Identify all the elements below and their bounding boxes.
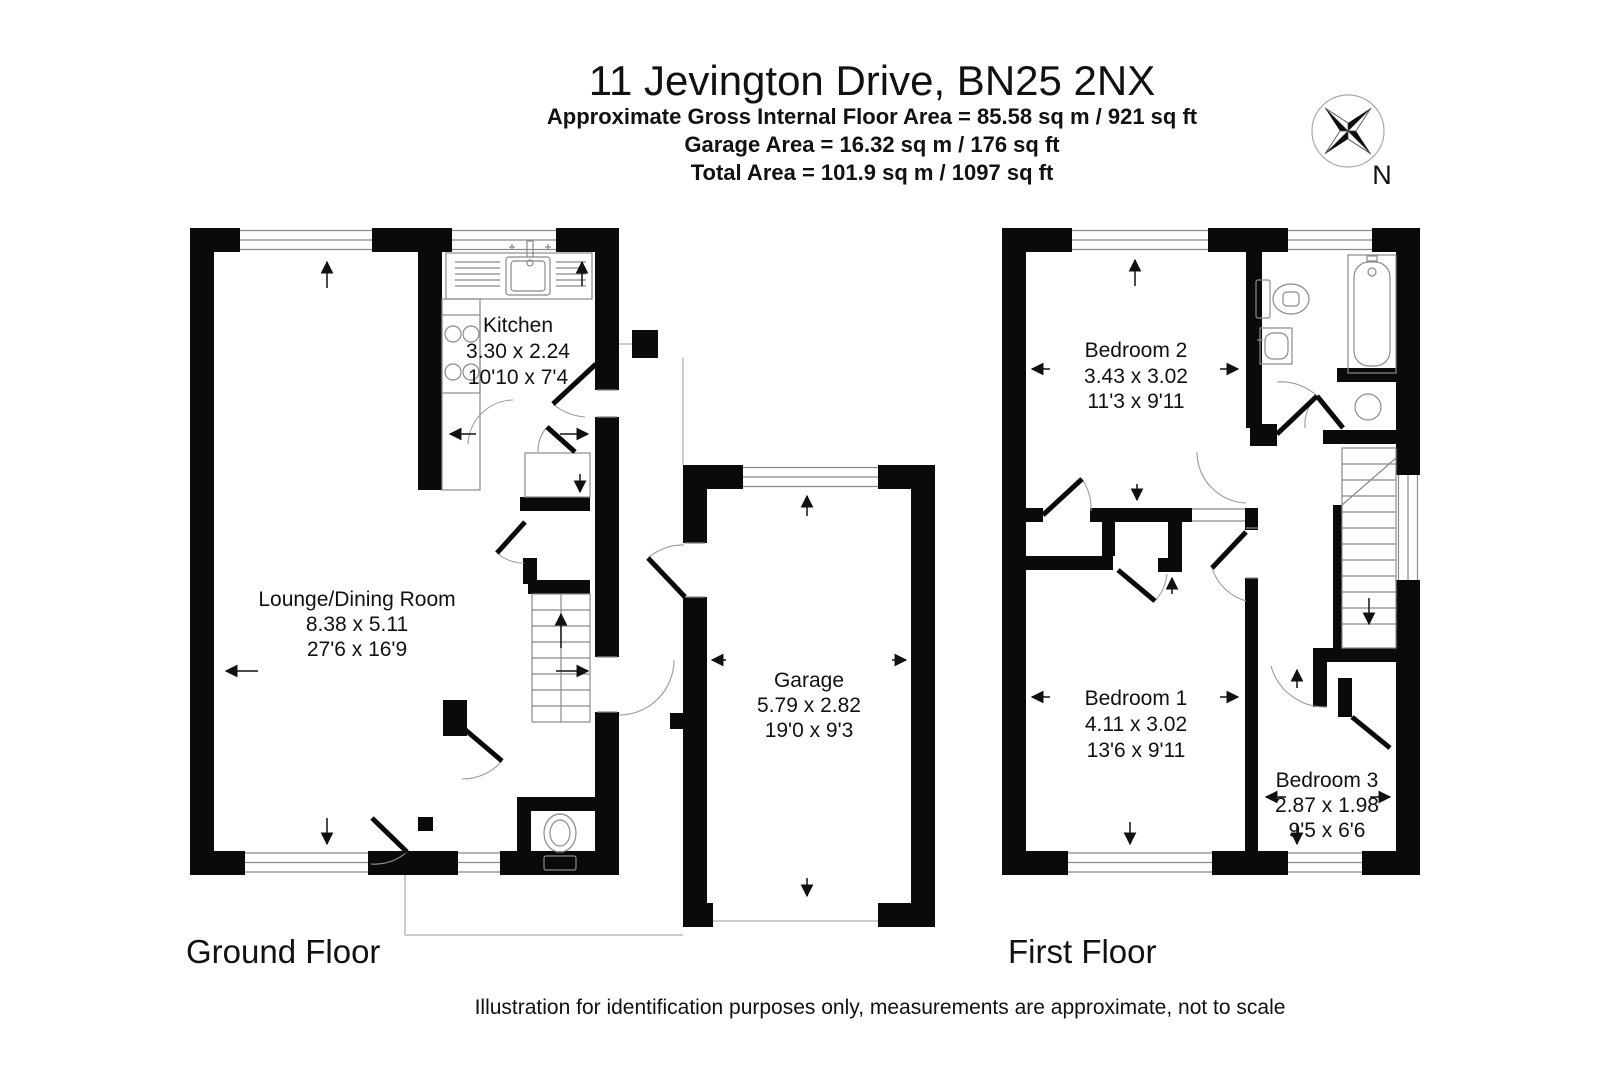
total-area-line: Total Area = 101.9 sq m / 1097 sq ft	[691, 160, 1054, 185]
room-metric-dims: 3.43 x 3.02	[1084, 365, 1188, 388]
bathtub-icon	[1347, 254, 1397, 374]
page-title: 11 Jevington Drive, BN25 2NX	[589, 57, 1156, 104]
ground-floor-walls	[190, 228, 658, 875]
room-bedroom1-label: Bedroom 1 4.11 x 3.02 13'6 x 9'11	[1085, 687, 1188, 762]
room-metric-dims: 3.30 x 2.24	[466, 340, 570, 363]
first-floor-doors	[1041, 394, 1392, 750]
room-imperial-dims: 27'6 x 16'9	[307, 638, 407, 661]
first-floor-dimension-arrows	[1030, 258, 1392, 846]
room-garage-label: Garage 5.79 x 2.82 19'0 x 9'3	[757, 669, 861, 742]
garage-door-opening	[404, 343, 878, 936]
room-imperial-dims: 19'0 x 9'3	[765, 719, 854, 742]
north-label: N	[1372, 160, 1392, 190]
first-floor-windows	[1068, 229, 1419, 873]
room-metric-dims: 5.79 x 2.82	[757, 694, 861, 717]
room-name: Lounge/Dining Room	[258, 588, 455, 611]
room-imperial-dims: 9'5 x 6'6	[1289, 819, 1366, 842]
garage-area-line: Garage Area = 16.32 sq m / 176 sq ft	[684, 132, 1060, 157]
first-floor-door-arcs	[1081, 381, 1328, 708]
room-imperial-dims: 13'6 x 9'11	[1087, 739, 1186, 762]
first-floor-plan: Bedroom 2 3.43 x 3.02 11'3 x 9'11 Bedroo…	[1002, 228, 1420, 970]
hob-icon	[441, 298, 481, 491]
kitchen-sink-icon	[445, 240, 593, 300]
room-name: Kitchen	[483, 314, 553, 337]
total-floor-area-line: Approximate Gross Internal Floor Area = …	[547, 104, 1198, 129]
garage-plan: Garage 5.79 x 2.82 19'0 x 9'3	[404, 343, 935, 936]
room-metric-dims: 2.87 x 1.98	[1275, 794, 1379, 817]
room-name: Garage	[774, 669, 844, 692]
room-kitchen-label: Kitchen 3.30 x 2.24 10'10 x 7'4	[466, 314, 570, 389]
hall-cupboard	[524, 452, 591, 498]
cylinder-cupboard-icon	[1354, 393, 1382, 421]
room-name: Bedroom 2	[1085, 339, 1188, 362]
garage-window	[685, 466, 878, 598]
room-name: Bedroom 3	[1276, 769, 1379, 792]
garage-dimension-arrows	[710, 494, 908, 898]
ground-floor-windows	[240, 229, 617, 873]
ground-stairs	[531, 593, 591, 723]
ground-floor-doors	[370, 362, 687, 854]
ground-floor-dimension-arrows	[224, 260, 590, 846]
ground-floor-plan: Lounge/Dining Room 8.38 x 5.11 27'6 x 16…	[186, 228, 687, 970]
toilet-icon-bathroom	[1255, 279, 1310, 319]
room-bedroom3-label: Bedroom 3 2.87 x 1.98 9'5 x 6'6	[1275, 769, 1379, 842]
first-floor-label: First Floor	[1008, 933, 1157, 970]
ground-floor-label: Ground Floor	[186, 933, 380, 970]
room-metric-dims: 4.11 x 3.02	[1085, 713, 1187, 736]
disclaimer-text: Illustration for identification purposes…	[475, 996, 1286, 1019]
room-imperial-dims: 10'10 x 7'4	[468, 366, 569, 389]
room-metric-dims: 8.38 x 5.11	[306, 613, 408, 636]
compass-rose-icon: N	[1311, 94, 1392, 190]
room-name: Bedroom 1	[1085, 687, 1188, 710]
ground-floor-door-arcs	[370, 399, 685, 865]
room-imperial-dims: 11'3 x 9'11	[1087, 390, 1184, 413]
header: 11 Jevington Drive, BN25 2NX Approximate…	[547, 57, 1198, 185]
garage-walls	[670, 465, 935, 927]
basin-icon-bathroom	[1257, 327, 1293, 365]
room-bedroom2-label: Bedroom 2 3.43 x 3.02 11'3 x 9'11	[1084, 339, 1188, 413]
toilet-icon-ground	[543, 813, 577, 871]
first-floor-walls	[1002, 228, 1420, 875]
room-lounge-label: Lounge/Dining Room 8.38 x 5.11 27'6 x 16…	[258, 588, 455, 661]
